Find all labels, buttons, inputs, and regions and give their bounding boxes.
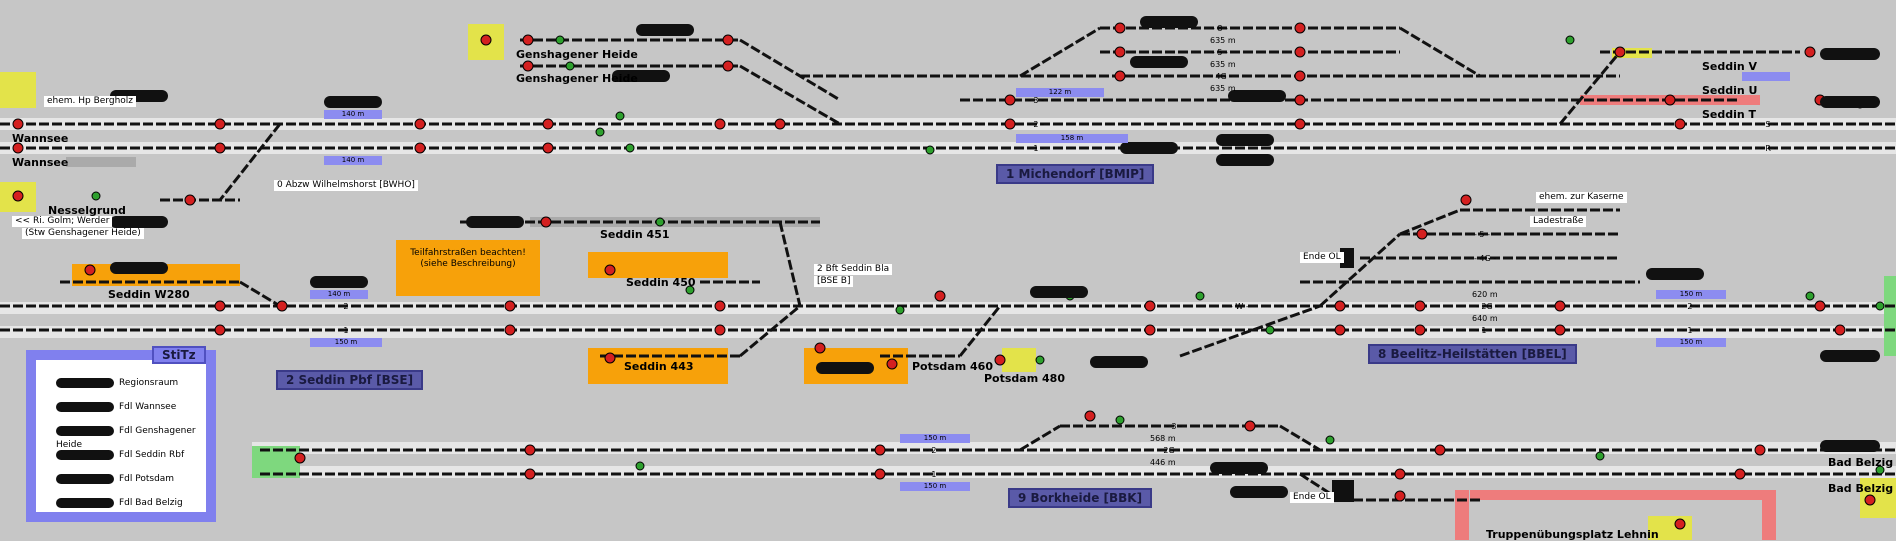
track-label: - 1 - <box>926 470 942 479</box>
track-label: - 2G - <box>1476 302 1499 311</box>
note-text: (siehe Beschreibung) <box>420 259 516 269</box>
distance-label: 640 m <box>1472 314 1498 323</box>
distance-bar: 122 m <box>1016 88 1104 97</box>
station-label: Seddin W280 <box>108 288 190 301</box>
station-label: Potsdam 460 <box>912 360 993 373</box>
distance-bar: 150 m <box>1656 338 1726 347</box>
station-label: Genshagener Heide <box>516 72 638 85</box>
info-label: Ladestraße <box>1530 216 1587 227</box>
station-label: Seddin 450 <box>626 276 696 289</box>
station-label: Bad Belzig <box>1828 456 1894 469</box>
station-label: Seddin 451 <box>600 228 670 241</box>
info-label: ehem. Hp Bergholz <box>44 96 137 107</box>
area-title[interactable]: 9 Borkheide [BBK] <box>1008 488 1153 508</box>
track-label: - 2 - <box>338 302 354 311</box>
distance-label: 635 m <box>1210 36 1236 45</box>
info-label: Ende OL <box>1290 492 1334 503</box>
distance-bar: 140 m <box>310 290 368 299</box>
distance-bar: 150 m <box>1656 290 1726 299</box>
track-label: - 2 - <box>1682 302 1698 311</box>
legend-row: Fdl Wannsee <box>56 400 176 414</box>
distance-bar: 150 m <box>310 338 382 347</box>
station-label: Nesselgrund <box>48 204 126 217</box>
info-label: (Stw Genshagener Heide) <box>22 228 144 239</box>
track-label: - 2G - <box>1158 446 1181 455</box>
track-label: - 3 - <box>1166 422 1182 431</box>
distance-label: 620 m <box>1472 290 1498 299</box>
track-label: - 8 - <box>1212 24 1228 33</box>
station-label: Seddin 443 <box>624 360 694 373</box>
distance-bar: 150 m <box>900 482 970 491</box>
info-label: 0 Abzw Wilhelmshorst [BWHO] <box>274 180 418 191</box>
track-label: - 1 - <box>338 326 354 335</box>
distance-label: 635 m <box>1210 84 1236 93</box>
track-label: - 3 - <box>1028 96 1044 105</box>
track-label: - S - <box>1760 120 1776 129</box>
station-label: Wannsee <box>12 132 69 145</box>
distance-bar: 140 m <box>324 156 382 165</box>
track-label: - 5 - <box>1212 48 1228 57</box>
info-label: Ende OL <box>1300 252 1344 263</box>
track-label: - 4G - <box>1210 72 1233 81</box>
distance-bar <box>1742 72 1790 81</box>
info-label: [BSE B] <box>814 276 854 287</box>
track-label: - 4G - <box>1474 254 1497 263</box>
distance-bar: 158 m <box>1016 134 1128 143</box>
distance-label: 635 m <box>1210 60 1236 69</box>
area-title[interactable]: 2 Seddin Pbf [BSE] <box>276 370 424 390</box>
distance-label: 568 m <box>1150 434 1176 443</box>
track-label: - W - <box>1230 302 1249 311</box>
legend-row: Fdl Genshagener Heide <box>56 425 196 450</box>
station-label: Potsdam 480 <box>984 372 1065 385</box>
station-label: Wannsee <box>12 156 69 169</box>
distance-bar: 140 m <box>324 110 382 119</box>
track-label: - 1 - <box>1028 144 1044 153</box>
track-label: - 5 - <box>1474 230 1490 239</box>
distance-bar: 150 m <box>900 434 970 443</box>
info-label: << Ri. Golm; Werder <box>12 216 113 227</box>
legend-row: Regionsraum <box>56 376 178 390</box>
info-label: ehem. zur Kaserne <box>1536 192 1627 203</box>
legend-row: Fdl Bad Belzig <box>56 496 183 510</box>
station-label: Seddin U <box>1702 84 1758 97</box>
legend-row: Fdl Seddin Rbf <box>56 448 184 462</box>
station-label: Truppenübungsplatz Lehnin <box>1486 528 1659 541</box>
note-box: Teilfahrstraßen beachten! (siehe Beschre… <box>396 240 540 296</box>
track-label: - 1 - <box>1476 326 1492 335</box>
station-label: Seddin T <box>1702 108 1757 121</box>
station-label: Genshagener Heide <box>516 48 638 61</box>
legend-title: StiTz <box>152 346 206 364</box>
info-label: 2 Bft Seddin Bla <box>814 264 893 275</box>
area-title[interactable]: 8 Beelitz-Heilstätten [BBEL] <box>1368 344 1577 364</box>
track-label: - 1 - <box>1682 326 1698 335</box>
station-label: Bad Belzig <box>1828 482 1894 495</box>
legend-row: Fdl Potsdam <box>56 472 174 486</box>
track-label: - 2 - <box>926 446 942 455</box>
note-text: Teilfahrstraßen beachten! <box>410 248 526 258</box>
area-title[interactable]: 1 Michendorf [BMIP] <box>996 164 1155 184</box>
station-label: Seddin V <box>1702 60 1758 73</box>
track-label: - R - <box>1760 144 1777 153</box>
distance-label: 446 m <box>1150 458 1176 467</box>
track-label: - 2 - <box>1028 120 1044 129</box>
legend-panel: Regionsraum Fdl Wannsee Fdl Genshagener … <box>26 350 216 522</box>
